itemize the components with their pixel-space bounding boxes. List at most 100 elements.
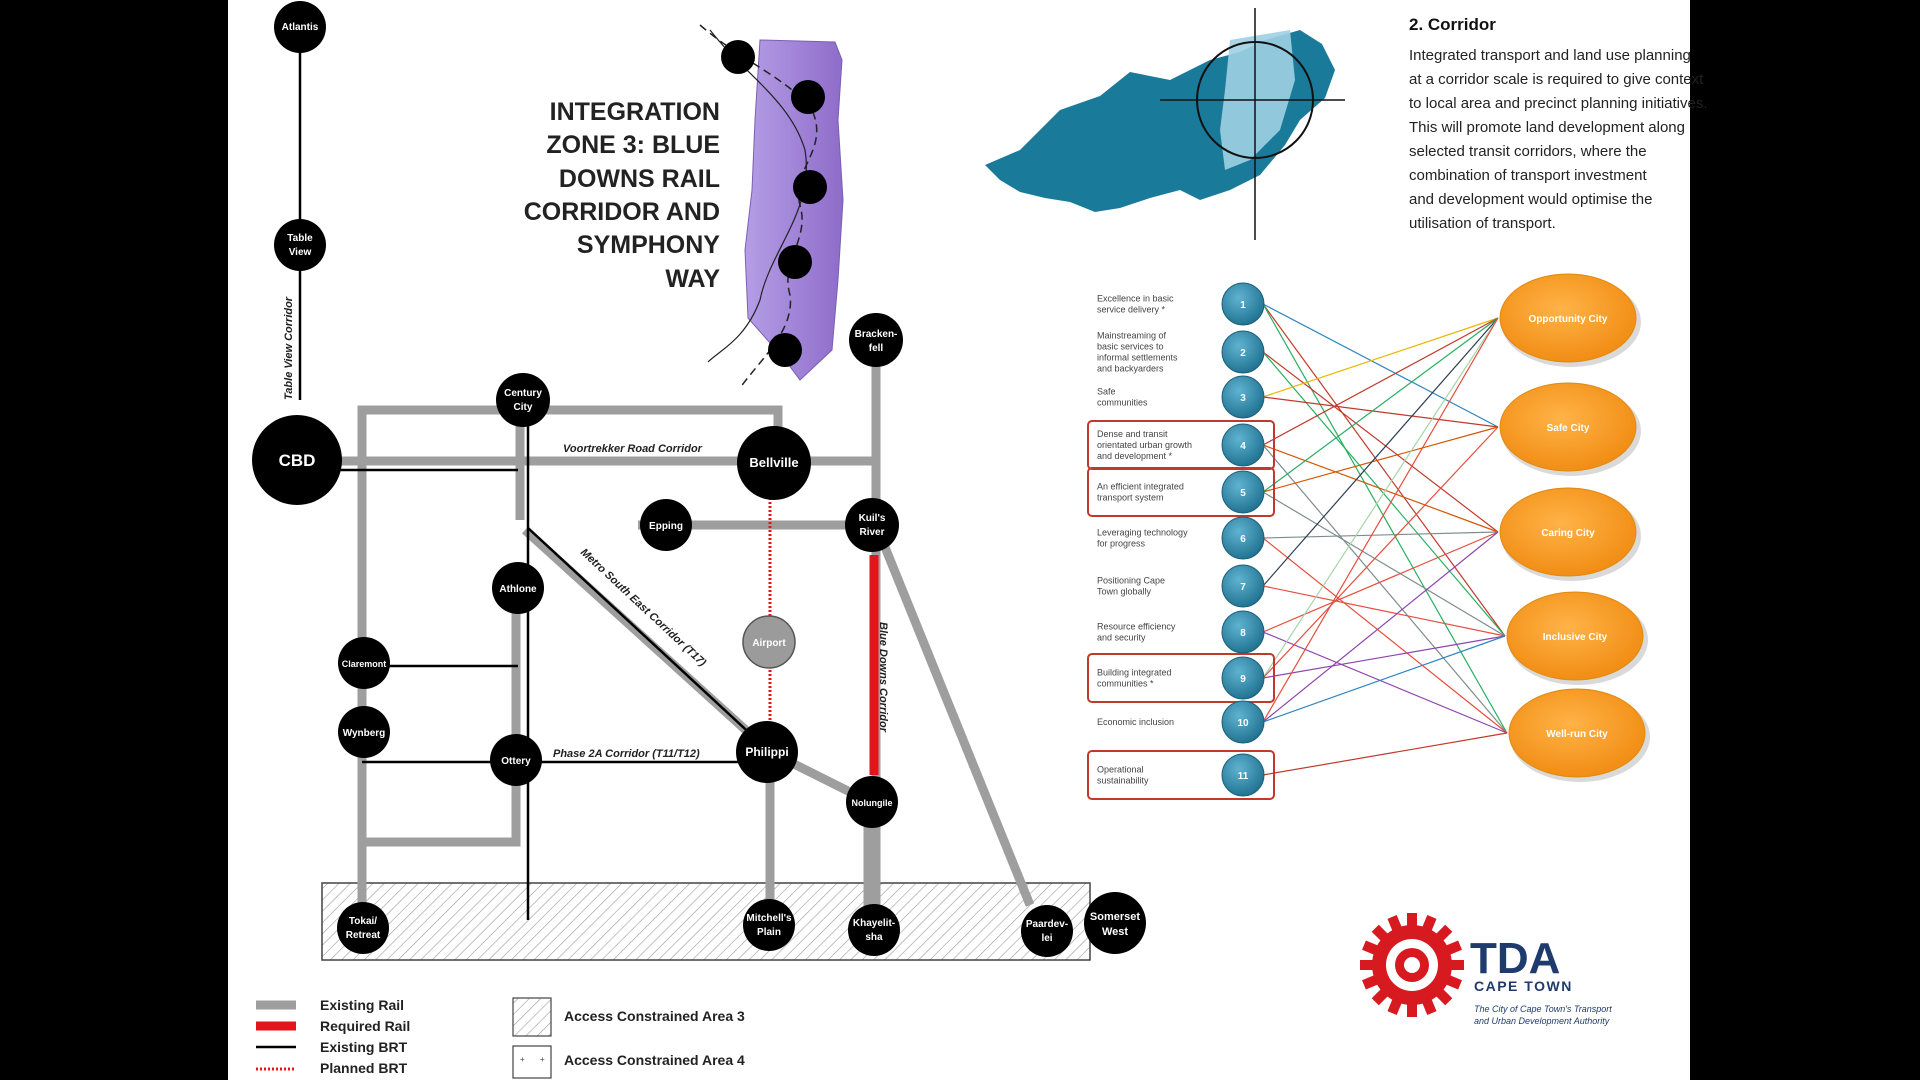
logo-tagline-1: The City of Cape Town's Transport — [1474, 1004, 1612, 1014]
city-pillar: Well-run City — [1508, 688, 1650, 782]
goal-city-link — [1262, 317, 1499, 398]
goal-number: 5 — [1240, 488, 1246, 499]
zone-station-dot — [793, 170, 827, 204]
goal-label: Economic inclusion — [1097, 717, 1174, 727]
city-ellipse — [1506, 591, 1644, 681]
goal-number-circle — [1221, 330, 1265, 374]
goal-label: Town globally — [1097, 587, 1152, 597]
station-ottery: Ottery — [490, 734, 542, 786]
brt-line — [527, 527, 771, 753]
zone-station-dot — [778, 245, 812, 279]
goal-label: service delivery * — [1097, 305, 1166, 315]
station-paardevlei: Paardev- lei — [1021, 905, 1073, 957]
city-pillar: Inclusive City — [1506, 591, 1648, 685]
goal-label: communities — [1097, 398, 1148, 408]
station-somerset-west: Somerset West — [1084, 892, 1146, 954]
station-label: West — [1102, 926, 1128, 938]
goal-city-link — [1262, 537, 1508, 734]
legend-area-4-swatch — [512, 1045, 552, 1079]
zone-road-line — [707, 29, 807, 363]
station-label: Philippi — [745, 745, 788, 759]
city-ellipse — [1499, 487, 1637, 577]
station-label: fell — [869, 343, 884, 354]
goal-city-link — [1262, 631, 1508, 734]
gear-tooth — [1450, 960, 1464, 970]
goal-city-link — [1262, 351, 1499, 533]
station-atlantis: Atlantis — [274, 1, 326, 53]
tda-gear-icon — [1360, 913, 1464, 1017]
goal-number-circle — [1221, 516, 1265, 560]
goal-number: 4 — [1240, 441, 1246, 452]
goal-label: Leveraging technology — [1097, 528, 1188, 538]
phase-2a-corridor-label: Phase 2A Corridor (T11/T12) — [553, 748, 700, 760]
goal-city-link — [1262, 531, 1499, 723]
goal-number-circle — [1221, 610, 1265, 654]
goal-city-link — [1262, 635, 1506, 723]
zone-title-line: SYMPHONY — [577, 231, 720, 259]
city-pillar: Opportunity City — [1499, 273, 1641, 367]
letterbox-right — [1690, 0, 1920, 1080]
station-label: River — [859, 527, 884, 538]
station-label: Atlantis — [282, 22, 319, 33]
goal-label: Excellence in basic — [1097, 294, 1174, 304]
goal-city-link — [1262, 585, 1506, 637]
legend-area-3-label: Access Constrained Area 3 — [564, 1008, 745, 1024]
purple-zone — [744, 39, 844, 381]
goal-number: 11 — [1238, 771, 1249, 782]
goal-highlight-box — [1087, 653, 1275, 703]
goal-number: 1 — [1240, 300, 1246, 311]
legend-area-3-swatch — [512, 997, 552, 1037]
station-label: Khayelit- — [853, 918, 895, 929]
zone-title-line: ZONE 3: BLUE — [546, 131, 720, 159]
station-label: Table — [287, 233, 313, 244]
goal-label: for progress — [1097, 539, 1146, 549]
station-label: City — [514, 402, 533, 413]
goal-label: Resource efficiency — [1097, 622, 1176, 632]
rail-line — [871, 523, 1035, 907]
station-wynberg: Wynberg — [338, 706, 390, 758]
station-nolungile: Nolungile — [846, 776, 898, 828]
corridor-map — [985, 8, 1345, 240]
station-label: lei — [1041, 933, 1052, 944]
zone-station-dot — [768, 333, 802, 367]
logo-sub: CAPE TOWN — [1474, 978, 1573, 994]
gear-hole — [1404, 957, 1420, 973]
station-epping: Epping — [640, 499, 692, 551]
goal-label: and development * — [1097, 451, 1173, 461]
goal-number-circle — [1221, 753, 1265, 797]
goal-number: 2 — [1240, 348, 1246, 359]
city-label: Well-run City — [1546, 729, 1608, 740]
goal-label: Positioning Cape — [1097, 576, 1165, 586]
goal-city-link — [1262, 531, 1499, 633]
station-label: Century — [504, 388, 542, 399]
station-label: Mitchell's — [746, 913, 792, 924]
station-label: CBD — [279, 451, 316, 470]
legend-area-4-mark: + — [520, 1055, 525, 1064]
goal-highlight-box — [1087, 467, 1275, 517]
zone-3-shape — [699, 24, 844, 389]
goal-number-circle — [1221, 700, 1265, 744]
goal-label: orientated urban growth — [1097, 440, 1192, 450]
goal-label: Building integrated — [1097, 668, 1172, 678]
corridor-line: utilisation of transport. — [1409, 215, 1556, 232]
goal-number: 8 — [1240, 628, 1246, 639]
goal-label: Operational — [1097, 765, 1144, 775]
gear-tooth — [1407, 913, 1417, 927]
station-label: Retreat — [346, 930, 381, 941]
corridor-line: combination of transport investment — [1409, 167, 1647, 184]
goal-city-link — [1262, 635, 1506, 679]
goal-number-circle — [1221, 282, 1265, 326]
goal-city-link — [1262, 444, 1499, 533]
station-athlone: Athlone — [492, 562, 544, 614]
corridor-line: Integrated transport and land use planni… — [1409, 47, 1691, 64]
rail-line — [362, 590, 521, 847]
corridor-line: selected transit corridors, where the — [1409, 143, 1647, 160]
goal-city-link — [1262, 317, 1499, 587]
goal-number-circle — [1221, 564, 1265, 608]
zone-title-line: CORRIDOR AND — [524, 198, 720, 226]
goal-number-circle — [1221, 470, 1265, 514]
